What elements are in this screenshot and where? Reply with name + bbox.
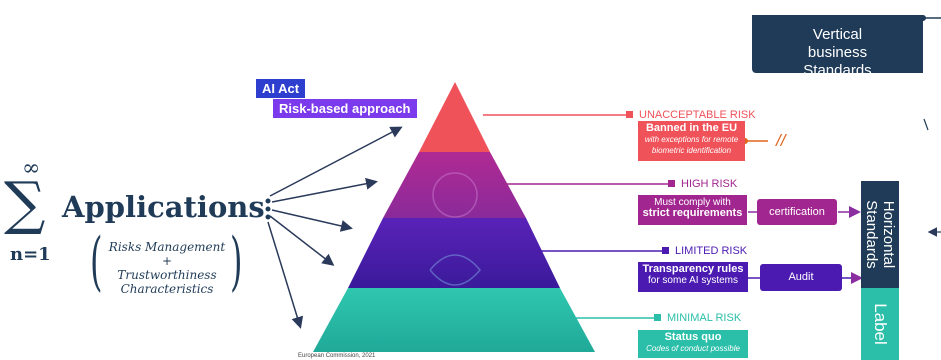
source-caption: European Commission, 2021 [298,353,376,359]
strict-requirements-box: Must comply with strict requirements [638,195,747,225]
transparency-line-1: Transparency rules [642,263,744,275]
right-paren: ) [230,225,243,299]
pyramid-tier-high [383,152,526,218]
break-mark: // [776,131,786,150]
status-quo-box: Status quo Codes of conduct possible [638,330,748,358]
status-quo-title: Status quo [664,331,722,343]
pyramid-tier-minimal [313,288,595,352]
label-text: Label [871,303,890,345]
sum-lower-bound: n=1 [10,244,51,265]
criteria-line-3: Characteristics [120,282,214,296]
minimal-risk-label: MINIMAL RISK [667,312,742,324]
banned-title: Banned in the EU [645,122,738,134]
status-quo-subtitle: Codes of conduct possible [646,344,740,353]
left-paren: ( [90,225,103,299]
hand-icon [429,254,481,286]
sum-symbol: ∑ [4,169,46,237]
risk-criteria: Risks Management + Trustworthiness Chara… [98,240,236,296]
unacceptable-risk-label: UNACCEPTABLE RISK [639,109,756,121]
ai-act-tag: AI Act [256,79,306,98]
vertical-standards-text: Vertical business Standards [803,26,872,79]
risk-based-tag: Risk-based approach [273,99,417,118]
pyramid-tier-limited [348,218,560,288]
vertical-standards-box: Vertical business Standards [752,15,923,79]
criteria-plus: + [161,254,173,268]
infinity-symbol: ∞ [22,156,41,181]
high-risk-label: HIGH RISK [681,178,738,190]
horizontal-standards-bar: Horizontal Standards [861,181,899,288]
criteria-line-1: Risks Management [108,240,226,254]
label-bar: Label [861,288,899,360]
transparency-box: Transparency rules for some AI systems [638,262,748,292]
strict-line-2: strict requirements [642,207,743,219]
transparency-line-2: for some AI systems [647,275,739,286]
applications-title: Applications [62,190,265,224]
pyramid-tier-unacceptable [419,82,490,152]
limited-risk-label: LIMITED RISK [675,245,748,257]
certification-pill: certification [757,199,837,225]
horizontal-standards-text: Horizontal Standards [863,200,897,269]
banned-box: Banned in the EU with exceptions for rem… [638,121,745,161]
banned-subtitle: with exceptions for remote biometric ide… [644,135,739,155]
criteria-line-2: Trustworthiness [117,268,217,282]
brain-icon [432,172,478,218]
audit-pill: Audit [760,264,842,291]
strict-line-1: Must comply with [654,197,731,208]
